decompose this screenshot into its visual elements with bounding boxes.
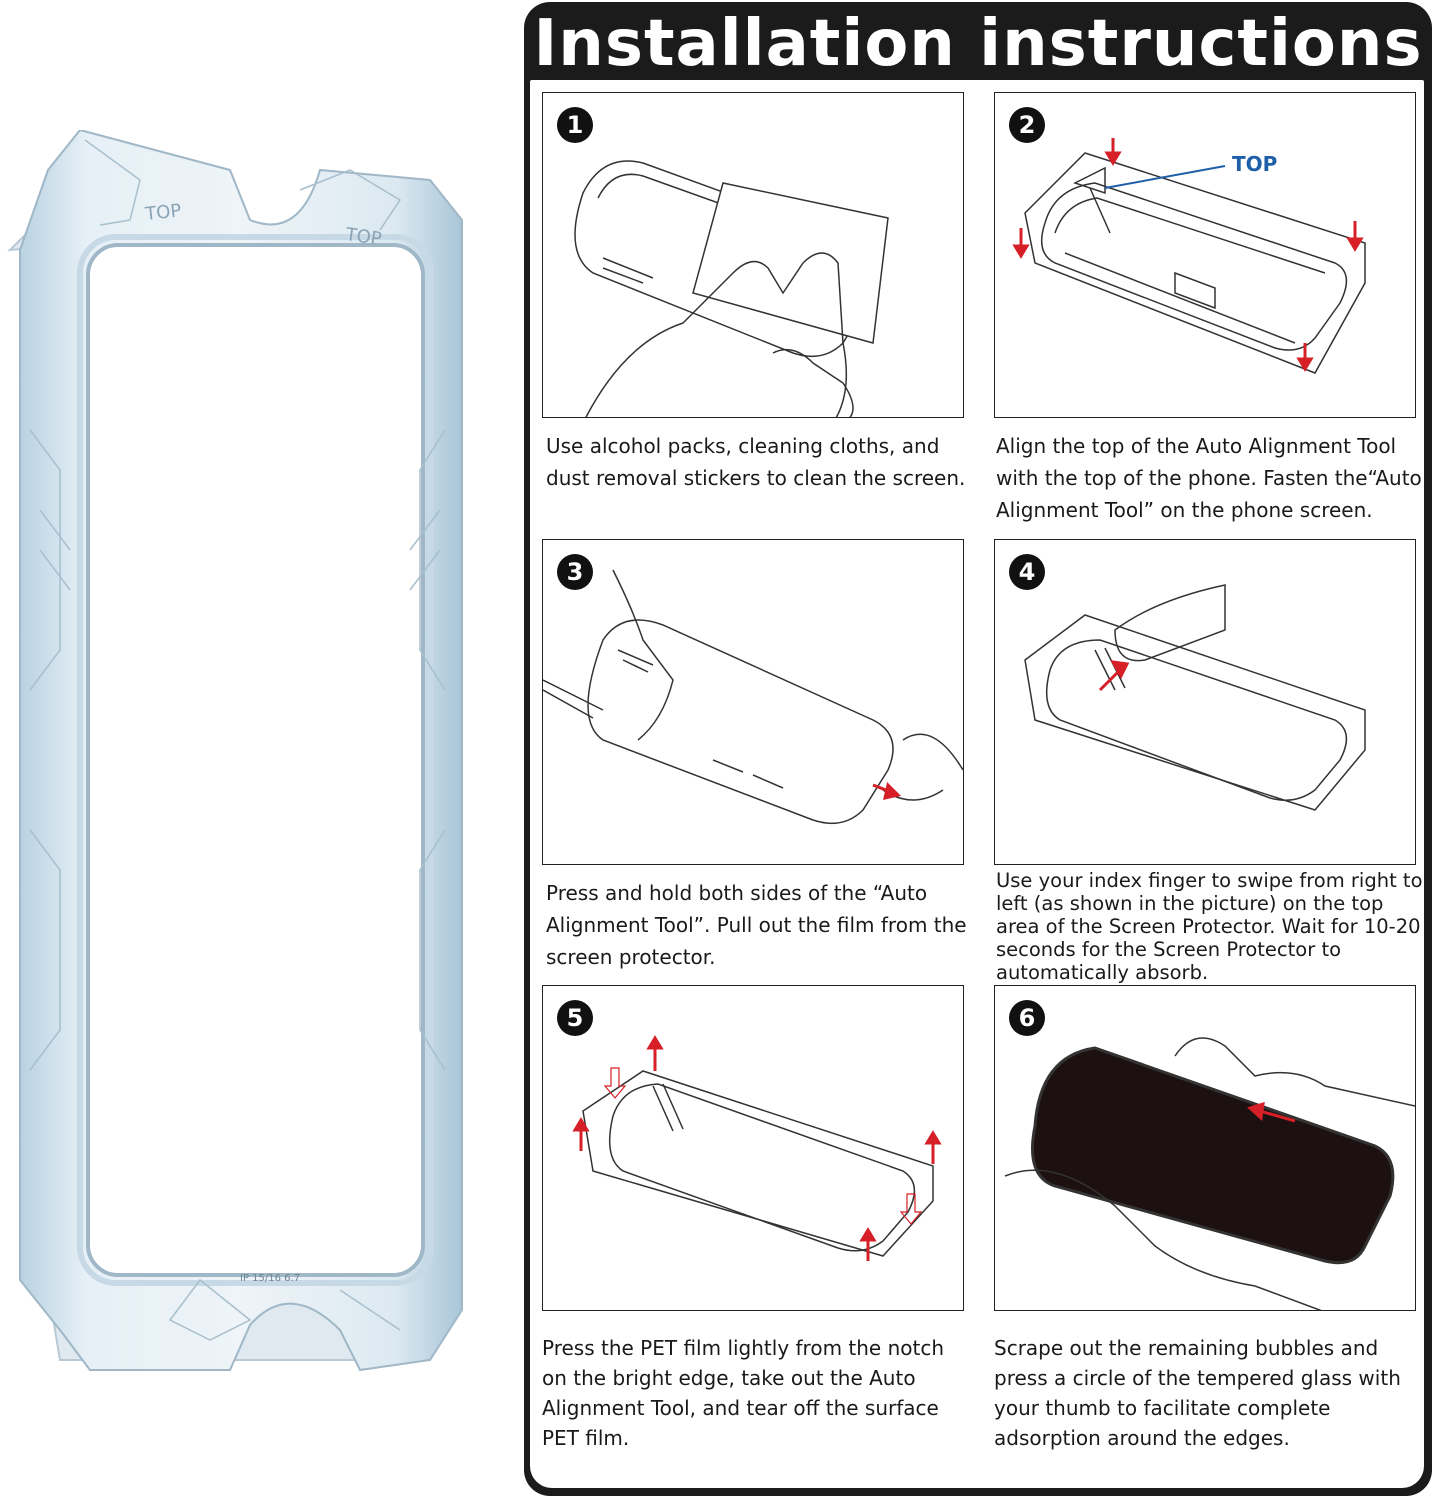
step-4-panel: 4 [994,539,1416,865]
step-5-text: Press the PET film lightly from the notc… [542,1336,945,1450]
step-5-illustration [572,1035,942,1261]
step-6-illustration [1004,1037,1415,1310]
frame-top-label-right: TOP [343,224,383,250]
sheet-title: Installation instructions [533,7,1423,81]
alignment-frame-image: TOP TOP IP 15/16 6.7 [7,130,463,1372]
step-2-illustration: TOP [1012,138,1366,374]
step-4-illustration [1024,584,1366,811]
step-6-text: Scrape out the remaining bubbles and pre… [994,1336,1401,1450]
frame-model-label: IP 15/16 6.7 [240,1273,300,1284]
step-1-panel: 1 [542,92,964,418]
frame-top-label-left: TOP [143,200,182,225]
step-3-panel: 3 [542,539,964,865]
step-1-number: 1 [557,107,593,143]
step-5-panel: 5 [542,985,964,1311]
step-2-number: 2 [1009,107,1045,143]
step-4-text: Use your index finger to swipe from righ… [996,869,1423,984]
step-5-number: 5 [557,1000,593,1036]
step-2-text: Align the top of the Auto Alignment Tool… [996,434,1422,522]
step-1-illustration [574,160,889,417]
step-6-number: 6 [1009,1000,1045,1036]
step-3-illustration [543,569,963,825]
step-2-top-label: TOP [1232,152,1277,176]
step-3-text: Press and hold both sides of the “Auto A… [546,881,967,969]
step-1-text: Use alcohol packs, cleaning cloths, and … [546,434,966,490]
step-6-panel: 6 [994,985,1416,1311]
step-2-panel: TOP 2 [994,92,1416,418]
step-4-number: 4 [1009,554,1045,590]
step-3-number: 3 [557,554,593,590]
